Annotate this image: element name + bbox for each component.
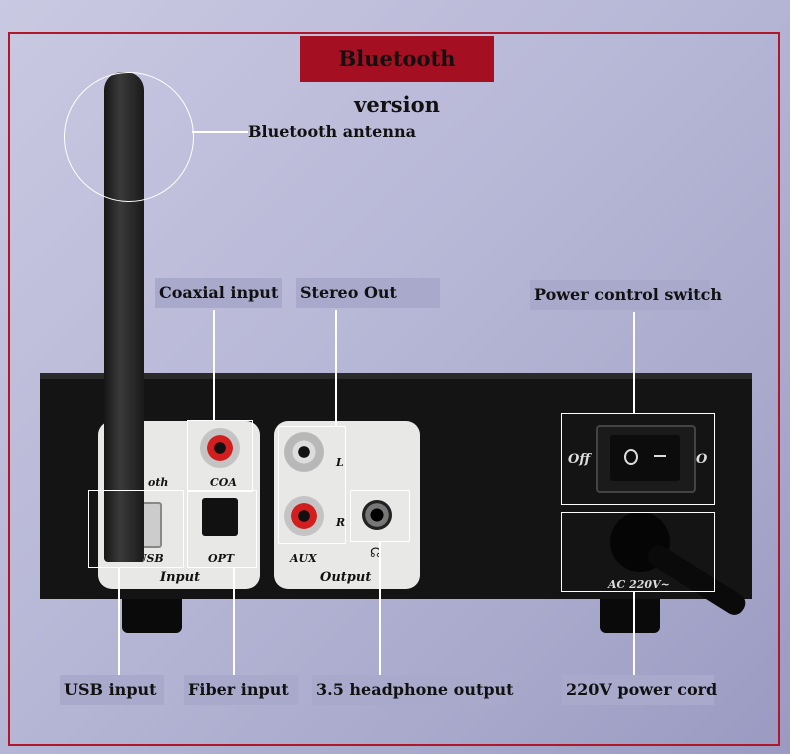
antenna-leader	[192, 131, 248, 133]
headphone-highlight	[350, 490, 410, 542]
fiber-leader	[233, 568, 235, 676]
input-text: Input	[160, 570, 201, 585]
opt-text: OPT	[208, 552, 235, 565]
right-foot	[600, 599, 660, 633]
switch-leader	[633, 312, 635, 413]
switch-label: Power control switch	[530, 280, 722, 310]
on-text: O	[696, 452, 708, 467]
headphone-jack	[362, 500, 392, 530]
left-foot	[122, 599, 182, 633]
stereo-highlight	[278, 426, 346, 544]
aux-text: AUX	[290, 552, 317, 565]
coaxial-highlight	[187, 420, 253, 492]
stereo-label: Stereo Out	[296, 278, 440, 308]
stereo-leader	[335, 310, 337, 426]
rca-left-jack	[284, 432, 324, 472]
usb-leader	[118, 568, 120, 676]
headphone-icon: ☊	[370, 546, 382, 561]
switch-highlight	[561, 413, 715, 505]
bt-partial-text: oth	[148, 476, 169, 489]
output-text: Output	[320, 570, 372, 585]
coaxial-jack	[200, 428, 240, 468]
coa-text: COA	[210, 476, 237, 489]
on-symbol-icon	[654, 455, 666, 457]
antenna-highlight-circle	[64, 72, 194, 202]
fiber-label: Fiber input	[184, 675, 298, 705]
cord-leader	[633, 592, 635, 676]
rca-right-jack	[284, 496, 324, 536]
optical-jack	[202, 498, 238, 536]
usb-highlight	[88, 490, 184, 568]
off-symbol-icon	[624, 449, 638, 465]
headphone-leader	[379, 542, 381, 676]
headphone-label: 3.5 headphone output	[312, 675, 514, 705]
cord-highlight	[561, 512, 715, 592]
rocker	[610, 435, 680, 481]
ac-text: AC 220V~	[608, 578, 670, 591]
red-frame	[8, 32, 780, 746]
usb-label: USB input	[60, 675, 164, 705]
r-text: R	[336, 516, 346, 529]
fiber-highlight	[187, 490, 257, 568]
coaxial-label: Coaxial input	[155, 278, 283, 308]
antenna-label: Bluetooth antenna	[248, 122, 416, 141]
coaxial-leader	[213, 310, 215, 420]
title-banner: Bluetooth version	[300, 36, 494, 117]
l-text: L	[336, 456, 344, 469]
cord-label: 220V power cord	[562, 675, 717, 705]
power-rocker-switch	[596, 425, 696, 493]
off-text: Off	[568, 452, 591, 467]
